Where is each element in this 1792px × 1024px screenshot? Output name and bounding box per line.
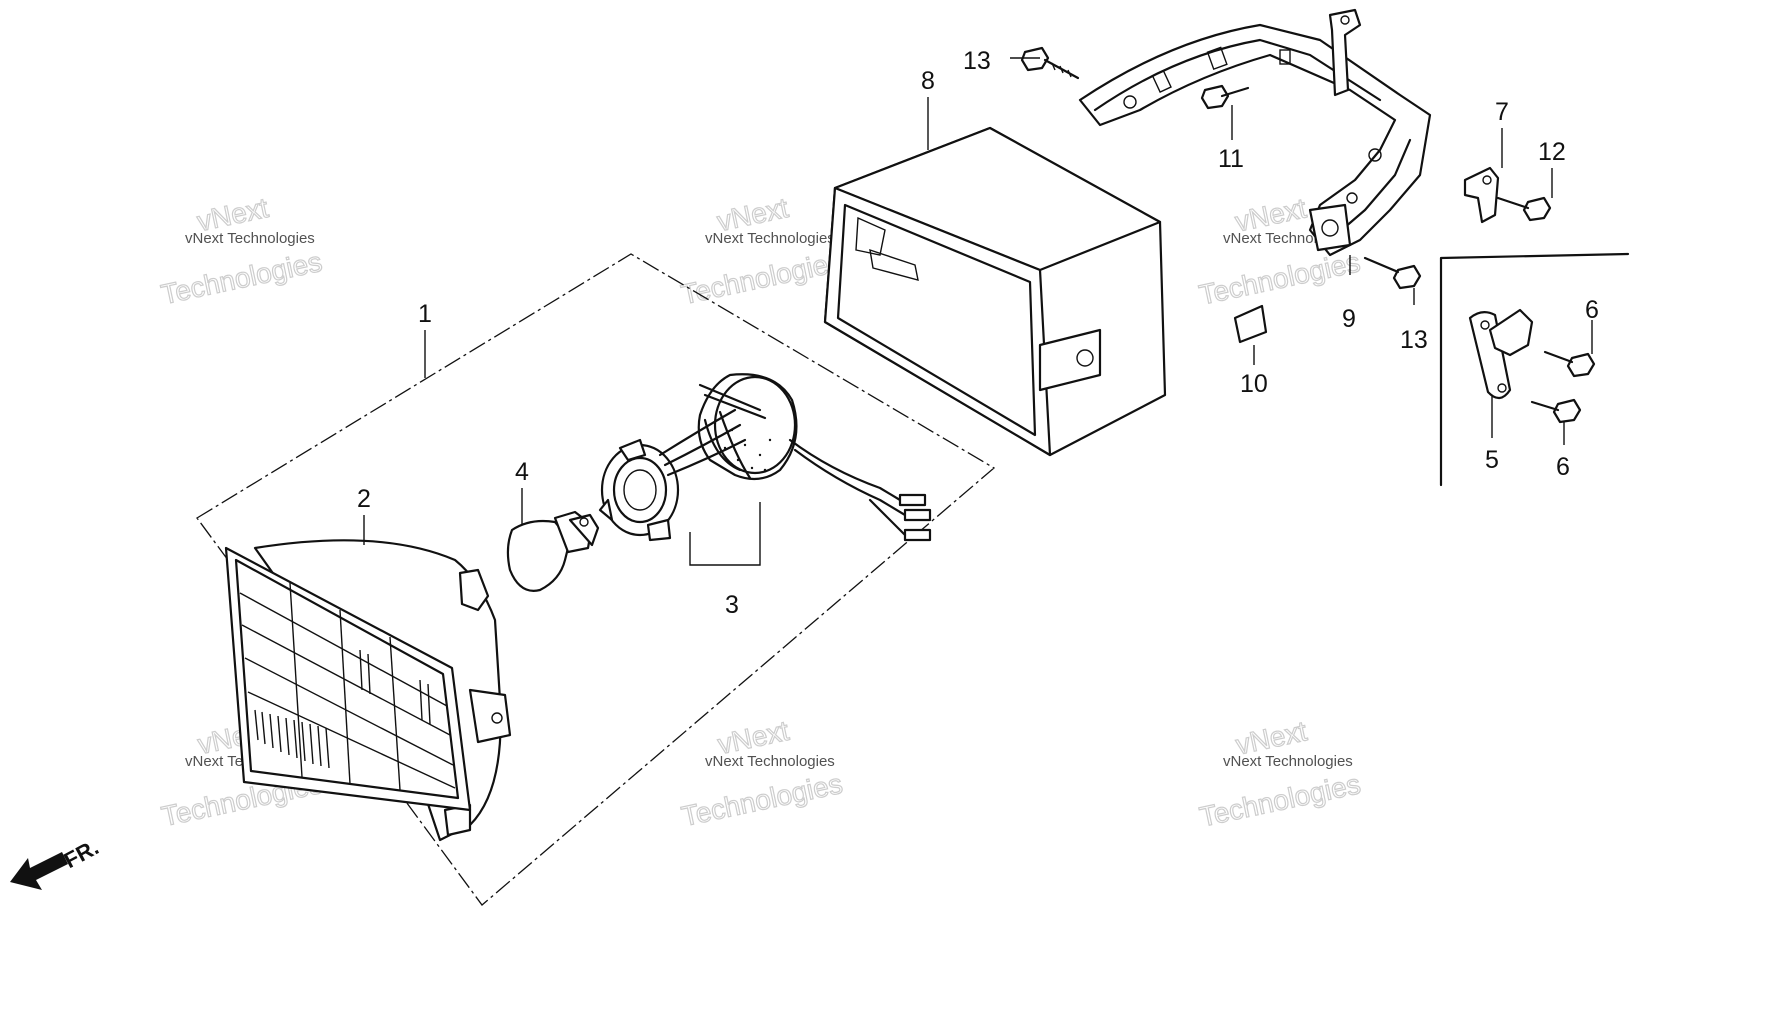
callouts: 1 2 4 3 8 13 11 10 9 13 7 12 5 6 6 bbox=[357, 47, 1599, 619]
callout-12: 12 bbox=[1538, 138, 1566, 166]
svg-text:Technologies: Technologies bbox=[678, 246, 844, 310]
headlight-case bbox=[823, 126, 1167, 457]
socket-assembly bbox=[598, 373, 932, 542]
svg-text:Technologies: Technologies bbox=[679, 768, 845, 832]
bolt-11 bbox=[1200, 84, 1250, 110]
bolt-13-top bbox=[1020, 46, 1080, 80]
callout-3: 3 bbox=[725, 591, 739, 619]
callout-4: 4 bbox=[515, 458, 529, 486]
bolt-13-side bbox=[1363, 256, 1422, 290]
screw-6-bottom bbox=[1530, 398, 1582, 424]
callout-13-side: 13 bbox=[1400, 326, 1428, 354]
watermark-1: vNext vNext Technologies Technologies bbox=[158, 191, 326, 310]
leader-lines bbox=[363, 57, 1593, 566]
front-label: FR. bbox=[60, 834, 103, 873]
screw-6-top bbox=[1543, 350, 1596, 378]
callout-2: 2 bbox=[357, 485, 371, 513]
bulb bbox=[506, 510, 600, 592]
svg-text:Technologies: Technologies bbox=[158, 246, 324, 310]
callout-11: 11 bbox=[1218, 145, 1244, 173]
callout-5: 5 bbox=[1485, 446, 1499, 474]
watermark-2: vNext vNext Technologies Technologies bbox=[678, 191, 846, 310]
headlight-bracket bbox=[1078, 8, 1432, 257]
callout-10: 10 bbox=[1240, 370, 1268, 398]
callout-13-top: 13 bbox=[963, 47, 991, 75]
callout-9: 9 bbox=[1342, 305, 1356, 333]
callout-7: 7 bbox=[1495, 98, 1509, 126]
svg-text:Technologies: Technologies bbox=[1196, 246, 1362, 310]
panel-divider bbox=[1439, 252, 1630, 487]
callout-6-top: 6 bbox=[1585, 296, 1599, 324]
svg-text:vNext Technologies: vNext Technologies bbox=[705, 230, 835, 247]
callout-6-bottom: 6 bbox=[1556, 453, 1570, 481]
mount-plate bbox=[1468, 308, 1534, 400]
callout-1: 1 bbox=[418, 300, 432, 328]
front-direction-indicator: FR. bbox=[10, 834, 103, 890]
watermark-5: vNext vNext Technologies Technologies bbox=[678, 714, 846, 832]
bolt-12 bbox=[1496, 196, 1552, 222]
svg-text:vNext Technologies: vNext Technologies bbox=[705, 753, 835, 770]
label-sticker bbox=[1233, 304, 1268, 344]
watermark-6: vNext vNext Technologies Technologies bbox=[1196, 715, 1364, 833]
svg-text:vNext Technologies: vNext Technologies bbox=[185, 230, 315, 247]
front-arrow-icon bbox=[10, 852, 68, 890]
svg-text:vNext Technologies: vNext Technologies bbox=[1223, 753, 1353, 770]
bracket-clip bbox=[1463, 166, 1500, 224]
headlight-unit bbox=[224, 539, 512, 842]
callout-8: 8 bbox=[921, 67, 935, 95]
svg-text:Technologies: Technologies bbox=[1197, 768, 1363, 832]
